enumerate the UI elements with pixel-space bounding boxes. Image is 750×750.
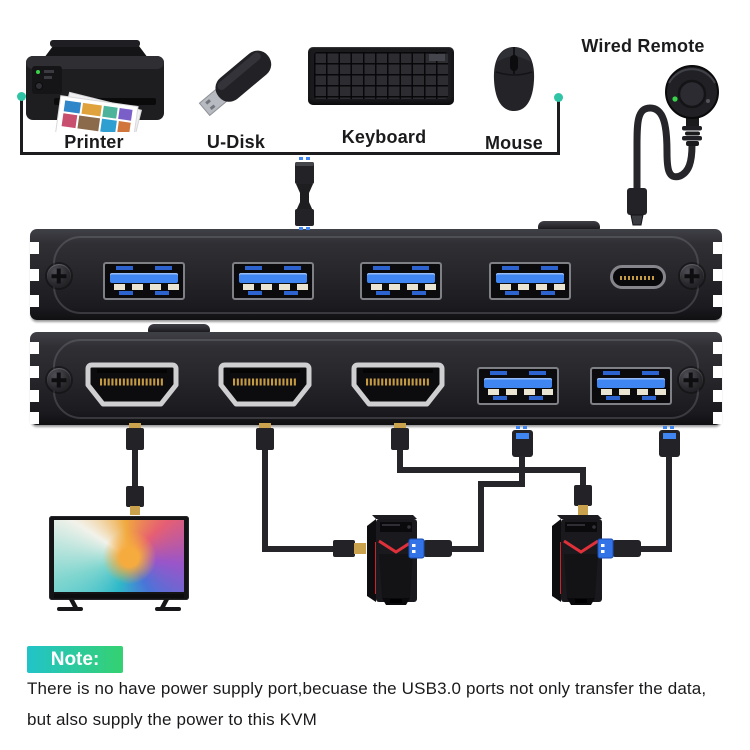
mouse-label: Mouse: [484, 133, 544, 153]
fin-notch: [713, 269, 722, 281]
kvm-usb-panel: [30, 229, 722, 320]
fin-notch: [713, 366, 722, 378]
udisk-label: U-Disk: [206, 132, 266, 152]
usb-c-port: [610, 265, 666, 289]
usb3-port-1: [103, 262, 185, 300]
note-text-line2: but also supply the power to this KVM: [27, 710, 317, 729]
note-badge: Note:: [27, 646, 123, 673]
fin-notch: [30, 390, 39, 402]
bracket-line-bottom: [20, 152, 560, 155]
remote-cable: [633, 104, 696, 192]
fin-notch: [713, 342, 722, 354]
usb3-port-3: [360, 262, 442, 300]
usb-cable-pc1: [408, 426, 533, 559]
usb3-port-4: [489, 262, 571, 300]
selector-button-top: [538, 221, 600, 231]
printer-image: [26, 40, 164, 132]
fin-notch: [30, 366, 39, 378]
udisk-image: [198, 50, 272, 117]
fin-notch: [30, 295, 39, 307]
hdmi-cable-pc1: [256, 423, 366, 557]
remote-led: [672, 96, 678, 102]
keyboard-indicator: [429, 54, 445, 61]
hdmi-cable-monitor: [126, 423, 144, 515]
fin-notch: [713, 242, 722, 254]
hdmi-cable-pc2: [391, 423, 592, 515]
fin-notch: [30, 269, 39, 281]
note-text-line1: There is no have power supply port,becua…: [27, 679, 707, 698]
hdmi-port-3: [351, 362, 445, 407]
bracket-line-left: [20, 96, 23, 155]
screw-icon: [47, 368, 71, 392]
bracket-dot-left: [17, 92, 26, 101]
monitor-image: [49, 516, 189, 611]
pc-tower-1: [367, 515, 417, 605]
usb-coupler-cable: [295, 157, 314, 230]
wired-remote-label: Wired Remote: [581, 36, 705, 56]
wired-remote-image: [627, 65, 719, 226]
mouse-image: [493, 47, 535, 111]
fin-notch: [30, 412, 39, 424]
bracket-line-right: [557, 97, 560, 155]
bracket-dot-right: [554, 93, 563, 102]
remote-button: [677, 79, 707, 109]
pc-tower-2: [552, 515, 602, 605]
keyboard-keys: [314, 52, 448, 99]
usb3-port-6: [590, 367, 672, 405]
kvm-hdmi-panel: [30, 332, 722, 425]
screw-icon: [679, 368, 703, 392]
keyboard-label: Keyboard: [341, 127, 427, 147]
usb3-port-5: [477, 367, 559, 405]
remote-plug: [627, 188, 647, 215]
hdmi-port-2: [218, 362, 312, 407]
fin-notch: [30, 342, 39, 354]
usb-cable-pc2: [597, 426, 680, 559]
hdmi-port-1: [85, 362, 179, 407]
fin-notch: [713, 412, 722, 424]
printer-label: Printer: [64, 132, 124, 152]
fin-notch: [713, 390, 722, 402]
fin-notch: [713, 295, 722, 307]
monitor-screen: [54, 520, 184, 592]
fin-notch: [30, 242, 39, 254]
screw-icon: [680, 264, 704, 288]
keyboard-image: [308, 47, 454, 105]
usb3-port-2: [232, 262, 314, 300]
selector-button-bottom: [148, 324, 210, 334]
screw-icon: [47, 264, 71, 288]
